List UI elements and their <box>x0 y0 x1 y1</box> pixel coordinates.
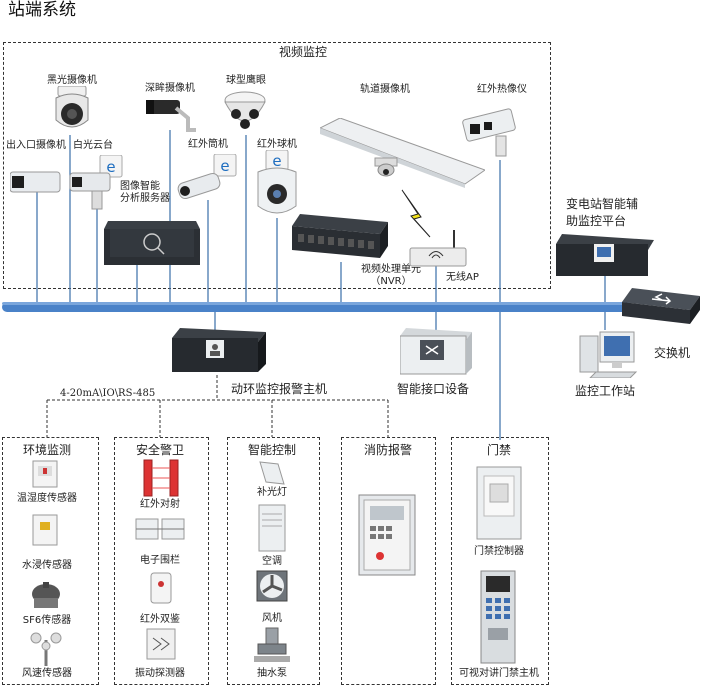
air-conditioner-icon <box>258 504 286 552</box>
env-item-label: 水浸传感器 <box>22 560 72 571</box>
smart-control-group <box>227 437 320 685</box>
access-item-label: 可视对讲门禁主机 <box>459 668 539 679</box>
fire-alarm-title: 消防报警 <box>360 441 416 458</box>
fire-alarm-group <box>341 437 436 685</box>
entrance-camera-icon <box>10 171 61 193</box>
ir-dome-camera-label: 红外球机 <box>257 139 297 150</box>
security-item-label: 红外双鉴 <box>140 614 180 625</box>
track-camera-label: 轨道摄像机 <box>360 84 410 95</box>
security-title: 安全警卫 <box>132 441 188 458</box>
security-item-label: 红外对射 <box>140 499 180 510</box>
fill-light-icon <box>259 461 285 485</box>
image-analysis-server-label: 图像智能 分析服务器 <box>120 181 170 204</box>
nvr-icon <box>292 214 388 258</box>
image-analysis-server-icon <box>104 221 200 265</box>
nvr-label: 视频处理单元 （NVR） <box>361 264 421 287</box>
white-light-ptz-icon: e <box>69 155 123 210</box>
access-controller-icon <box>476 466 522 540</box>
black-light-camera-label: 黑光摄像机 <box>47 75 97 86</box>
ir-thermal-imager-label: 红外热像仪 <box>477 84 527 95</box>
wind-speed-sensor-icon <box>30 632 62 666</box>
security-group <box>114 437 209 685</box>
sf6-sensor-icon <box>32 582 60 608</box>
video-monitoring-title: 视频监控 <box>275 43 331 60</box>
env-item-label: SF6传感器 <box>22 615 72 626</box>
video-intercom-icon <box>480 570 516 664</box>
alarm-host-icon <box>172 328 266 372</box>
control-item-label: 风机 <box>262 613 282 624</box>
entrance-camera-label: 出入口摄像机 <box>6 140 66 151</box>
monitoring-platform-icon <box>556 234 654 276</box>
fire-alarm-panel-icon <box>358 494 416 576</box>
security-item-label: 电子围栏 <box>140 555 180 566</box>
interface-device-label: 智能接口设备 <box>397 382 470 396</box>
svg-text:e: e <box>220 157 229 175</box>
access-control-group <box>451 437 549 685</box>
control-item-label: 补光灯 <box>257 487 287 498</box>
dual-tech-detector-icon <box>150 572 172 604</box>
ir-beam-icon <box>143 459 179 497</box>
deep-eye-camera-icon <box>146 100 196 132</box>
network-switch-icon <box>622 288 700 324</box>
interface-device-icon <box>400 328 472 375</box>
wireless-link-bolt <box>401 189 431 238</box>
ir-thermal-imager-icon <box>462 108 516 157</box>
control-item-label: 空调 <box>262 556 282 567</box>
svg-text:e: e <box>272 152 281 170</box>
spherical-eagle-eye-label: 球型鹰眼 <box>226 75 266 86</box>
workstation-label: 监控工作站 <box>574 384 636 398</box>
deep-eye-camera-label: 深眸摄像机 <box>145 83 195 94</box>
security-item-label: 振动探测器 <box>135 668 185 679</box>
temp-humidity-sensor-icon <box>32 460 58 488</box>
water-pump-icon <box>254 627 290 662</box>
env-item-label: 风速传感器 <box>22 668 72 679</box>
control-item-label: 抽水泵 <box>257 668 287 679</box>
env-monitoring-group <box>2 437 99 685</box>
page-title: 站端系统 <box>8 0 76 20</box>
black-light-camera-icon <box>55 86 89 128</box>
white-light-ptz-label: 白光云台 <box>73 140 113 151</box>
ir-dome-camera-icon: e <box>257 150 297 214</box>
access-control-title: 门禁 <box>483 441 515 458</box>
alarm-host-label: 动环监控报警主机 <box>231 382 328 396</box>
env-item-label: 温湿度传感器 <box>17 493 77 504</box>
bus-protocol-label: 4-20mA\IO\RS-485 <box>60 388 156 399</box>
network-switch-label: 交换机 <box>654 346 691 360</box>
track-camera-icon <box>320 118 485 188</box>
fan-icon <box>256 570 288 602</box>
workstation-icon <box>579 331 638 378</box>
svg-text:e: e <box>106 158 115 176</box>
access-item-label: 门禁控制器 <box>474 546 524 557</box>
vibration-detector-icon <box>146 628 176 660</box>
water-leak-sensor-icon <box>32 514 58 546</box>
ir-bullet-camera-icon: e <box>177 154 237 200</box>
electronic-fence-icon <box>135 518 185 540</box>
subsystem-branches <box>46 375 389 437</box>
ir-bullet-camera-label: 红外筒机 <box>188 139 228 150</box>
wireless-ap-label: 无线AP <box>446 272 479 283</box>
smart-control-title: 智能控制 <box>244 441 300 458</box>
monitoring-platform-label: 变电站智能辅 助监控平台 <box>566 197 639 228</box>
device-drop-lines <box>36 130 606 440</box>
spherical-eagle-eye-icon <box>224 91 266 129</box>
env-monitoring-title: 环境监测 <box>19 441 75 458</box>
wireless-ap-icon <box>409 230 467 267</box>
